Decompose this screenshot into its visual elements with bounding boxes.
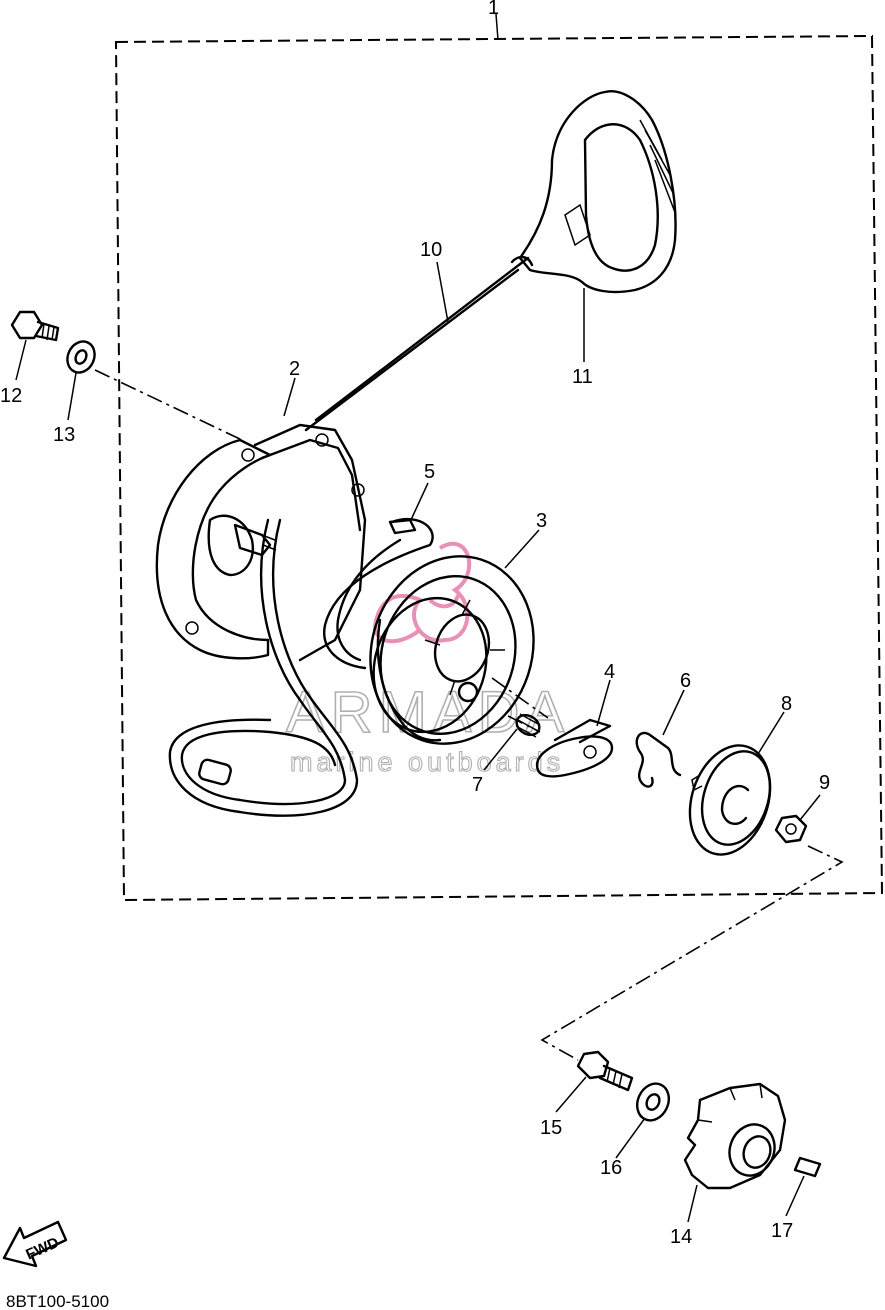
drive-pawl (535, 718, 614, 778)
ref-line-pulley (540, 845, 844, 1061)
starter-case (155, 423, 367, 662)
watermark-subtitle: marine outboards (290, 747, 564, 777)
starter-handle (518, 90, 677, 294)
case-bolt (10, 310, 60, 342)
callout-1: 1 (488, 0, 499, 19)
fwd-label: FWD (23, 1234, 61, 1263)
sheave-drum (369, 555, 535, 745)
ref-line-spring (507, 715, 541, 733)
callout-11: 11 (572, 366, 593, 388)
leader-lines (15, 261, 821, 1223)
callout-2: 2 (289, 358, 300, 380)
watermark-title: ARMADA (286, 680, 570, 745)
part-code: 8BT100-5100 (6, 1292, 109, 1310)
watermark-logo: ARMADA marine outboards (285, 541, 570, 778)
pulley-bolt (576, 1050, 634, 1092)
pulley-washer (636, 1082, 670, 1122)
callout-17: 17 (771, 1220, 793, 1242)
callout-5: 5 (424, 461, 435, 483)
callout-14: 14 (670, 1226, 692, 1248)
woodruff-key (793, 1156, 822, 1178)
callouts: 1 2 3 4 5 6 7 8 9 10 11 12 13 14 15 16 1… (0, 0, 830, 1248)
starter-pulley (683, 1082, 787, 1190)
callout-12: 12 (0, 385, 22, 407)
callout-8: 8 (781, 693, 792, 715)
callout-6: 6 (680, 670, 691, 692)
callout-7: 7 (472, 774, 483, 796)
callout-4: 4 (604, 661, 615, 683)
spiral-spring (323, 517, 434, 670)
fwd-arrow-icon: FWD (2, 1220, 68, 1268)
callout-15: 15 (540, 1117, 562, 1139)
callout-13: 13 (53, 424, 75, 446)
drive-plate-nut (774, 814, 808, 844)
assembly-boundary (114, 34, 884, 902)
callout-16: 16 (600, 1157, 622, 1179)
ref-line-bolt-to-case (94, 369, 243, 441)
ref-line-pawl (491, 677, 549, 719)
callout-3: 3 (536, 510, 547, 532)
callout-9: 9 (819, 772, 830, 794)
case-washer (66, 340, 96, 374)
drive-plate (688, 744, 772, 856)
leader-1 (495, 13, 499, 41)
starter-rope (168, 255, 534, 817)
callout-10: 10 (420, 239, 442, 261)
drive-plate-clip (635, 731, 682, 788)
